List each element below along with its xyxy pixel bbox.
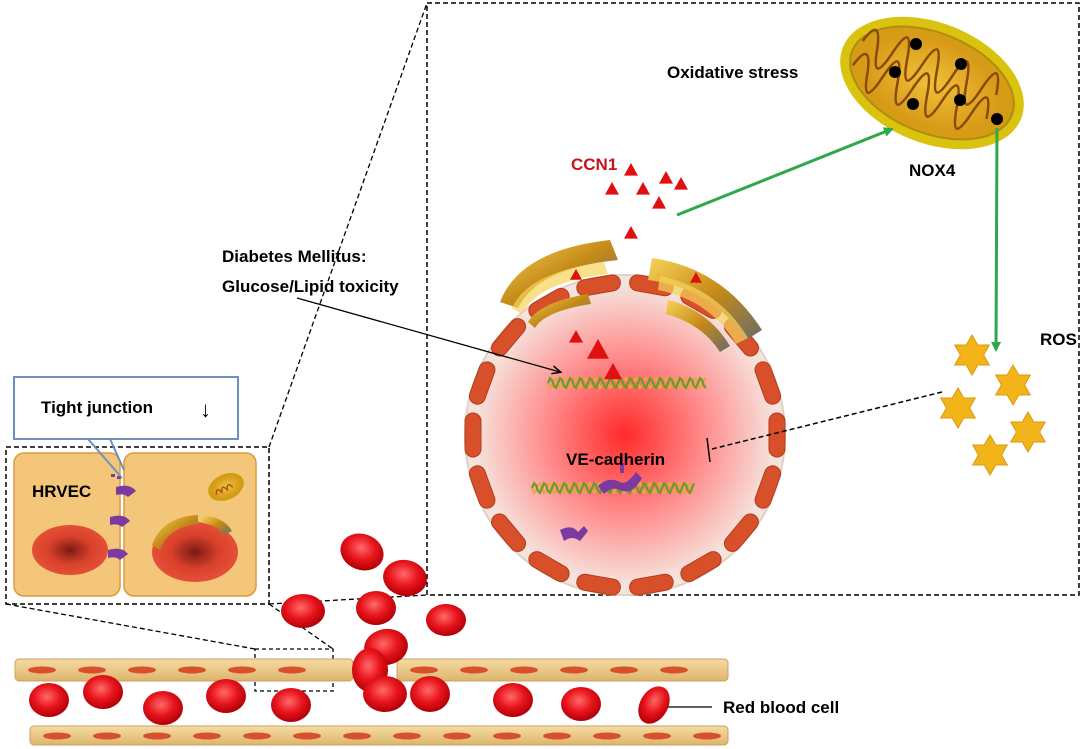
diabetes-arrow (296, 297, 560, 372)
nox4-label: NOX4 (909, 161, 956, 180)
red-blood-cell-label: Red blood cell (723, 698, 839, 717)
diabetes-label-line1: Diabetes Mellitus: (222, 247, 367, 266)
red-blood-cell (410, 676, 450, 712)
red-blood-cell (143, 691, 183, 725)
endothelial-nucleus (32, 525, 108, 575)
red-blood-cell (281, 594, 325, 628)
red-blood-cell (83, 675, 123, 709)
red-blood-cell (493, 683, 533, 717)
mitochondrion-icon (208, 472, 244, 502)
callout-pointer (87, 438, 123, 479)
zoom-connector-top (268, 2, 428, 448)
tight-junction-protein (108, 548, 128, 560)
vessel-connector-right (268, 603, 334, 650)
oxidative-stress-label: Oxidative stress (667, 63, 798, 82)
ccn1-proteins (569, 163, 702, 380)
endoplasmic-reticulum-right (648, 258, 762, 352)
red-blood-cell (363, 676, 407, 712)
red-blood-cell (426, 604, 466, 636)
hrvec-cells (13, 452, 257, 597)
ros-stars (939, 334, 1047, 476)
nox4-to-ros-arrow (991, 127, 1002, 352)
vessel-endothelial-nuclei (28, 666, 721, 740)
red-blood-cell (271, 688, 311, 722)
ccn1-to-mitochondria-arrow (676, 127, 894, 217)
ve-cadherin-protein (598, 472, 642, 494)
inhibition-bar (706, 437, 711, 463)
endothelial-nucleus (152, 522, 238, 582)
red-blood-cell (383, 559, 427, 597)
red-blood-cell (29, 683, 69, 717)
dna-strand-upper (546, 376, 707, 390)
zoom-panel (426, 2, 1080, 596)
ve-cadherin-label: VE-cadherin (566, 450, 665, 469)
vessel-connector-left (5, 603, 256, 650)
tight-junction-protein (116, 485, 136, 497)
hrvec-label: HRVEC (32, 482, 91, 501)
red-blood-cell (340, 533, 384, 571)
ccn1-label: CCN1 (571, 155, 617, 174)
red-blood-cell (206, 679, 246, 713)
ros-label: ROS (1040, 330, 1077, 349)
endoplasmic-reticulum-left (500, 240, 618, 328)
ve-cadherin-protein (560, 526, 588, 541)
hrvec-inset-box (5, 446, 270, 605)
tight-junction-protein (110, 515, 130, 527)
red-blood-cells (29, 533, 670, 725)
tight-junction-callout (13, 376, 239, 440)
red-blood-cell (356, 591, 396, 625)
tight-junction-label: Tight junction (41, 398, 153, 417)
red-blood-cell (561, 687, 601, 721)
diabetes-label-line2: Glucose/Lipid toxicity (222, 277, 399, 296)
red-blood-cell (638, 686, 670, 724)
mitochondrion-icon (840, 16, 1024, 150)
endoplasmic-reticulum-icon (152, 515, 198, 550)
nox4-dots (889, 38, 1003, 125)
tight-junction-down-arrow: ↓ (200, 397, 211, 422)
vessel-wall-bottom (29, 725, 729, 746)
